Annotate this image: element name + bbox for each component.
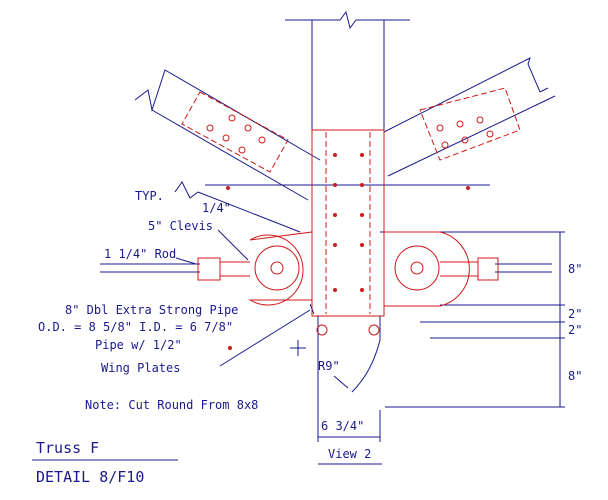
radius-label: R9" bbox=[318, 359, 340, 373]
pipe-spec-line2: O.D. = 8 5/8" I.D. = 6 7/8" bbox=[38, 320, 233, 334]
width-dimension-label: 6 3/4" bbox=[321, 419, 364, 433]
leader-lines bbox=[174, 181, 349, 389]
lower-stub bbox=[290, 316, 381, 430]
wing-plates-label: Wing Plates bbox=[101, 361, 180, 375]
vertical-post bbox=[285, 10, 410, 130]
vertical-dimension bbox=[555, 231, 565, 408]
note-text: Note: Cut Round From 8x8 bbox=[85, 398, 258, 412]
width-dimension-lines bbox=[317, 410, 382, 465]
typ-label: TYP. bbox=[135, 189, 164, 203]
pipe-spec-line3: Pipe w/ 1/2" bbox=[95, 338, 182, 352]
left-diagonal-member bbox=[134, 69, 321, 201]
left-clevis-assembly bbox=[100, 231, 313, 306]
clevis-label: 5" Clevis bbox=[148, 219, 213, 233]
dim-label-3: 2" bbox=[568, 323, 582, 337]
pipe-spec-line1: 8" Dbl Extra Strong Pipe bbox=[65, 303, 238, 317]
dim-label-4: 8" bbox=[568, 369, 582, 383]
dim-label-1: 8" bbox=[568, 262, 582, 276]
title-line1: Truss F bbox=[36, 439, 99, 457]
weld-size-label: 1/4" bbox=[202, 201, 231, 215]
reference-lines bbox=[205, 184, 565, 408]
view-label: View 2 bbox=[328, 447, 371, 461]
title-line2: DETAIL 8/F10 bbox=[36, 468, 144, 486]
right-clevis-assembly bbox=[383, 231, 552, 307]
dim-label-2: 2" bbox=[568, 307, 582, 321]
right-diagonal-member bbox=[383, 57, 556, 177]
center-pipe bbox=[226, 129, 470, 350]
rod-label: 1 1/4" Rod bbox=[104, 247, 176, 261]
